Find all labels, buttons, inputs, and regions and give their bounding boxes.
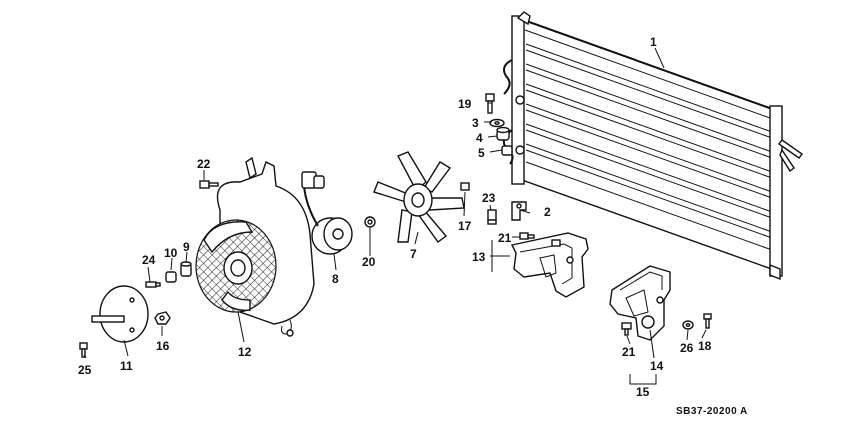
fan-shroud <box>195 156 315 337</box>
callout-4: 4 <box>476 131 483 145</box>
washer-26 <box>682 320 694 330</box>
bolt-17 <box>460 182 470 191</box>
callout-18: 18 <box>698 339 712 353</box>
callout-1: 1 <box>650 35 657 49</box>
callout-20: 20 <box>362 255 376 269</box>
stay-11 <box>91 285 149 343</box>
condenser <box>502 11 803 281</box>
callout-5: 5 <box>478 146 485 160</box>
bushing-9 <box>180 261 192 277</box>
bolt-24 <box>145 281 161 288</box>
leader-lines <box>83 47 707 385</box>
diagram-code: SB37-20200 A <box>676 406 748 417</box>
bolt-22 <box>199 180 219 189</box>
callout-21-lower: 21 <box>622 345 636 359</box>
callout-2: 2 <box>544 205 551 219</box>
bolt-21-upper <box>519 232 535 240</box>
spacer-10 <box>165 271 177 283</box>
callout-9: 9 <box>183 240 190 254</box>
right-header-tank <box>769 105 783 277</box>
shroud-bracket-13 <box>510 232 589 298</box>
callout-3: 3 <box>472 116 479 130</box>
bolt-21-lower <box>621 322 632 336</box>
callout-17: 17 <box>458 219 472 233</box>
callout-15: 15 <box>636 385 650 399</box>
callout-14: 14 <box>650 359 664 373</box>
fan-motor <box>301 171 353 255</box>
callout-22: 22 <box>197 157 211 171</box>
nut-20 <box>364 216 376 228</box>
callouts: 1 2 3 4 5 7 8 9 10 11 12 13 14 15 16 17 … <box>78 35 712 399</box>
washer-3 <box>489 118 505 128</box>
bolt-25 <box>79 342 88 358</box>
cooling-fan <box>373 151 465 243</box>
callout-8: 8 <box>332 272 339 286</box>
callout-13: 13 <box>472 250 486 264</box>
callout-23: 23 <box>482 191 496 205</box>
callout-25: 25 <box>78 363 92 377</box>
shroud-bracket-14 <box>609 265 671 341</box>
callout-16: 16 <box>156 339 170 353</box>
collar-5 <box>501 145 513 156</box>
nut-16 <box>154 311 171 325</box>
callout-26: 26 <box>680 341 694 355</box>
bolt-19 <box>485 93 495 114</box>
callout-12: 12 <box>238 345 252 359</box>
condenser-tubes <box>525 43 773 251</box>
callout-7: 7 <box>410 247 417 261</box>
callout-19: 19 <box>458 97 472 111</box>
callout-24: 24 <box>142 253 156 267</box>
callout-11: 11 <box>120 359 133 373</box>
grommet-4 <box>496 126 510 141</box>
bolt-18 <box>703 313 712 329</box>
callout-10: 10 <box>164 246 178 260</box>
callout-21-upper: 21 <box>498 231 512 245</box>
bolt-23 <box>487 209 497 225</box>
